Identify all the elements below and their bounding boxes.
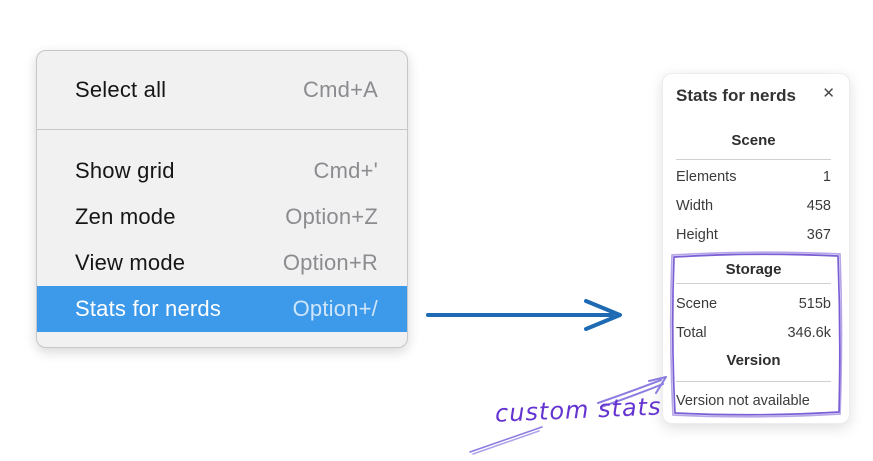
context-menu: Select all Cmd+A Show grid Cmd+' Zen mod…	[36, 50, 408, 348]
section-divider	[676, 159, 831, 160]
close-icon[interactable]: ✕	[822, 85, 835, 102]
section-divider	[676, 283, 831, 284]
menu-item-shortcut: Option+/	[292, 296, 378, 321]
section-heading-scene: Scene	[731, 132, 776, 149]
menu-item-label: Stats for nerds	[75, 296, 222, 321]
stat-label: Total	[676, 324, 707, 341]
version-note: Version not available	[676, 393, 810, 409]
stat-label: Width	[676, 197, 714, 214]
custom-stats-arrow	[597, 376, 667, 408]
menu-item-shortcut: Option+R	[282, 250, 378, 275]
flow-arrow	[426, 299, 622, 331]
stats-panel: Stats for nerds ✕ Scene Elements 1 Width…	[662, 73, 850, 424]
menu-divider	[37, 129, 407, 130]
menu-item-shortcut: Cmd+'	[313, 158, 378, 183]
stat-row-height: Height 367	[676, 220, 831, 249]
stat-label: Scene	[676, 295, 718, 312]
stat-row-width: Width 458	[676, 191, 831, 220]
menu-item-label: Show grid	[75, 158, 175, 183]
stat-row-elements: Elements 1	[676, 162, 831, 191]
menu-item-stats-for-nerds[interactable]: Stats for nerds Option+/	[37, 286, 407, 332]
stat-value: 367	[806, 226, 831, 243]
stat-value: 515b	[798, 295, 831, 312]
stat-value: 346.6k	[787, 324, 831, 341]
stats-panel-title: Stats for nerds	[676, 86, 796, 105]
menu-item-label: Select all	[75, 77, 167, 102]
stat-value: 1	[822, 168, 831, 185]
stat-value: 458	[806, 197, 831, 214]
stat-row-storage-total: Total 346.6k	[676, 318, 831, 347]
stat-label: Elements	[676, 168, 737, 185]
section-heading-version: Version	[726, 352, 781, 369]
menu-item-label: View mode	[75, 250, 186, 275]
custom-stats-label: custom stats	[494, 392, 663, 428]
menu-item-label: Zen mode	[75, 204, 176, 229]
stat-label: Height	[676, 226, 718, 243]
custom-stats-underline	[469, 426, 543, 455]
section-divider	[676, 381, 831, 382]
menu-item-show-grid[interactable]: Show grid Cmd+'	[37, 148, 407, 194]
menu-item-zen-mode[interactable]: Zen mode Option+Z	[37, 194, 407, 240]
menu-group: Show grid Cmd+' Zen mode Option+Z View m…	[37, 130, 407, 332]
stat-row-storage-scene: Scene 515b	[676, 289, 831, 318]
section-heading-storage: Storage	[725, 261, 782, 278]
menu-item-shortcut: Option+Z	[285, 204, 378, 229]
menu-item-select-all[interactable]: Select all Cmd+A	[37, 51, 407, 129]
menu-item-shortcut: Cmd+A	[303, 77, 378, 102]
menu-item-view-mode[interactable]: View mode Option+R	[37, 240, 407, 286]
